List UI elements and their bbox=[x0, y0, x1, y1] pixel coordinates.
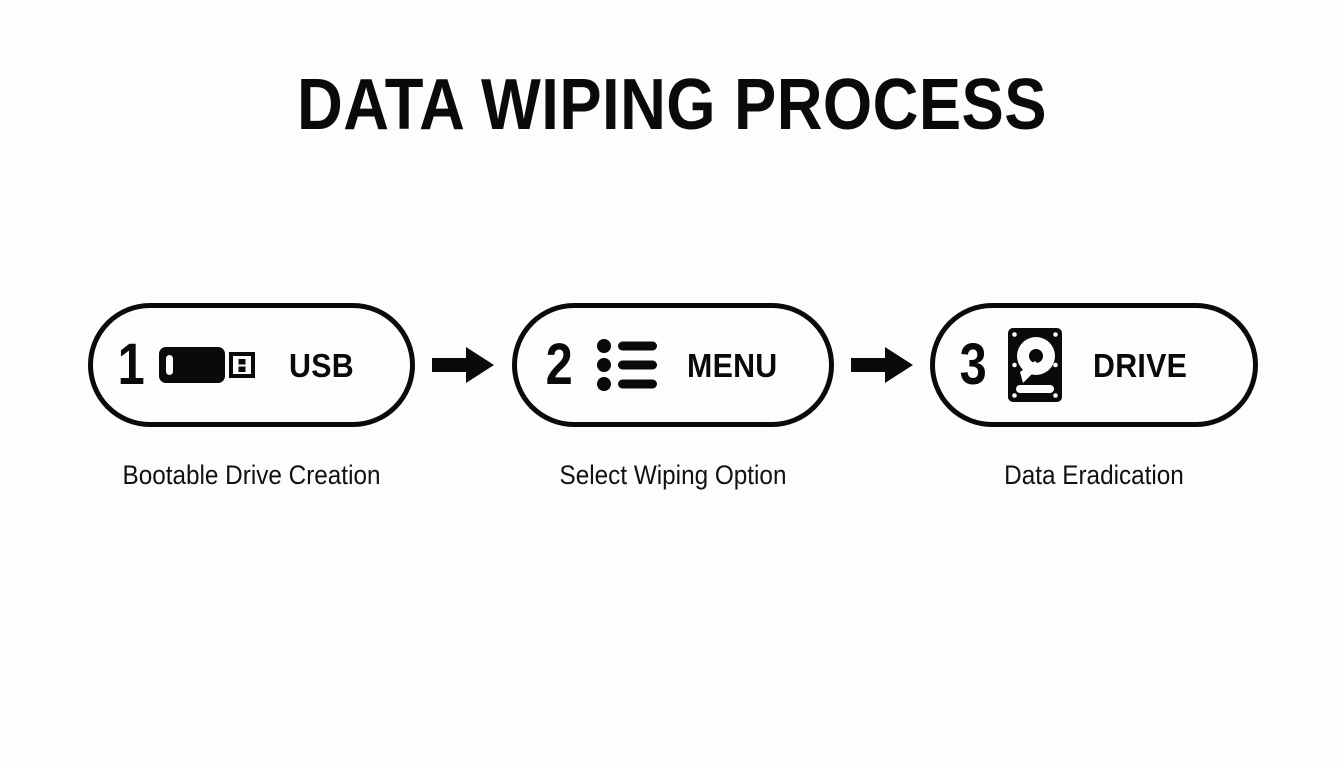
step-captions: Bootable Drive Creation Select Wiping Op… bbox=[88, 458, 1258, 500]
step-card-usb[interactable]: 1 USB bbox=[88, 303, 415, 427]
step-label: MENU bbox=[686, 346, 778, 384]
step-number: 1 bbox=[117, 332, 145, 397]
hard-disk-drive-icon bbox=[1007, 328, 1063, 402]
step-number: 2 bbox=[545, 332, 573, 397]
usb-flash-drive-icon bbox=[159, 343, 263, 387]
step-number: 3 bbox=[959, 332, 987, 397]
process-flow: 1 USB 2 bbox=[88, 303, 1258, 427]
arrow-right-icon bbox=[849, 342, 915, 388]
step-caption-menu: Select Wiping Option bbox=[559, 460, 786, 490]
bulleted-list-menu-icon bbox=[595, 339, 659, 391]
step-caption-drive: Data Eradication bbox=[1004, 460, 1184, 490]
step-label: DRIVE bbox=[1093, 346, 1188, 384]
page-title: DATA WIPING PROCESS bbox=[297, 65, 1047, 145]
step-card-drive[interactable]: 3 DRIVE bbox=[930, 303, 1258, 427]
step-caption-usb: Bootable Drive Creation bbox=[122, 460, 381, 490]
arrow-right-icon bbox=[430, 342, 496, 388]
step-label: USB bbox=[289, 346, 355, 384]
step-card-menu[interactable]: 2 MENU bbox=[511, 303, 834, 427]
